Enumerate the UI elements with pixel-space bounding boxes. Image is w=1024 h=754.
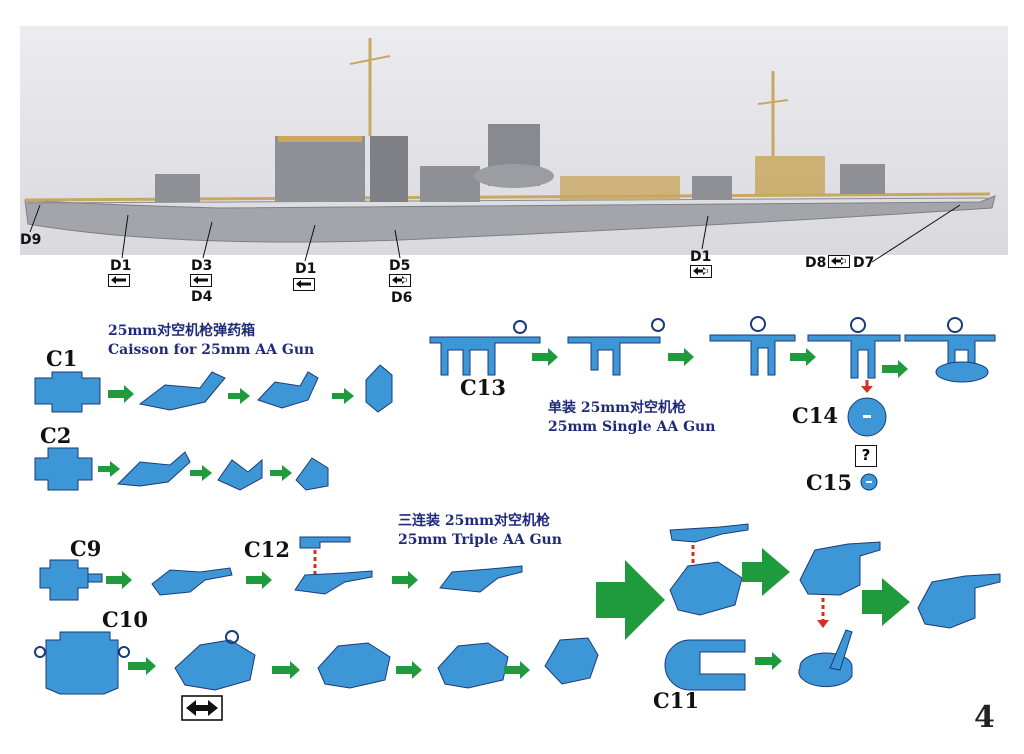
caisson-title-en: Caisson for 25mm AA Gun — [108, 342, 315, 358]
part-label-c11: C11 — [653, 688, 699, 713]
part-label-c1: C1 — [46, 346, 78, 371]
single-title-en: 25mm Single AA Gun — [548, 419, 716, 435]
callout-d6: D6 — [391, 290, 413, 306]
part-label-c12: C12 — [244, 537, 290, 562]
part-label-c10: C10 — [102, 607, 148, 632]
callout-d9: D9 — [20, 232, 42, 248]
part-label-c14: C14 — [792, 403, 838, 428]
callout-d1-b: D1 — [295, 261, 317, 277]
ship-model-illustration — [24, 38, 996, 243]
double-arrow-badge — [389, 274, 411, 287]
callout-d8: D8 — [805, 255, 827, 271]
callout-d7: D7 — [853, 255, 875, 271]
double-arrow-badge — [108, 274, 130, 287]
question-icon: ? — [855, 445, 877, 467]
callout-d4: D4 — [191, 289, 213, 305]
callout-d5: D5 — [389, 258, 411, 274]
triple-title-cn: 三连装 25mm对空机枪 — [398, 513, 550, 529]
part-label-c13: C13 — [460, 375, 506, 400]
callout-d3: D3 — [191, 258, 213, 274]
ship-model-photo — [20, 26, 1008, 255]
double-arrow-badge — [690, 265, 712, 278]
double-arrow-badge — [190, 274, 212, 287]
triple-title-en: 25mm Triple AA Gun — [398, 532, 562, 548]
double-arrow-badge — [293, 278, 315, 291]
callout-d1-c: D1 — [690, 249, 712, 265]
double-arrow-badge — [828, 255, 850, 268]
caisson-title-cn: 25mm对空机枪弹药箱 — [108, 323, 256, 339]
part-label-c9: C9 — [70, 536, 102, 561]
single-title-cn: 单装 25mm对空机枪 — [548, 400, 686, 416]
callout-d1-a: D1 — [110, 258, 132, 274]
part-label-c15: C15 — [806, 470, 852, 495]
page-number: 4 — [974, 700, 995, 735]
part-label-c2: C2 — [40, 423, 72, 448]
